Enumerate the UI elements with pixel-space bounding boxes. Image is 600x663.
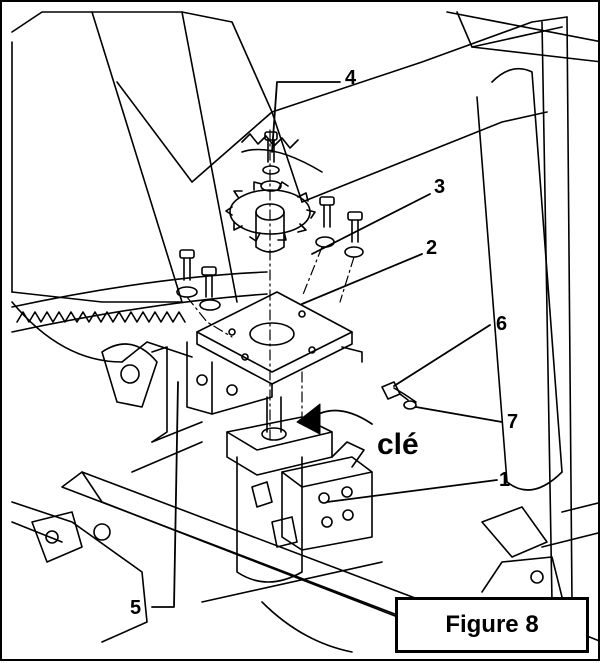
- leader-1: [326, 479, 498, 503]
- leader-3: [311, 193, 431, 255]
- assembly-axes: [186, 129, 355, 443]
- callout-1: 1: [499, 469, 511, 491]
- callout-2: 2: [426, 237, 438, 259]
- bracket: [186, 291, 363, 415]
- figure-caption-text: Figure 8: [445, 611, 539, 638]
- callout-5: 5: [130, 597, 142, 619]
- tube: [476, 67, 563, 491]
- fittings: [381, 381, 417, 410]
- leader-4: [271, 81, 341, 153]
- figure-caption: Figure 8: [395, 597, 589, 653]
- leader-5: [151, 381, 179, 608]
- leader-7: [415, 406, 503, 423]
- lower-frame: [11, 341, 600, 653]
- callout-3: 3: [434, 176, 446, 198]
- key-label: clé: [377, 428, 419, 461]
- hopper-frame: [11, 11, 600, 603]
- leader-2: [301, 253, 423, 305]
- callout-4: 4: [345, 67, 357, 89]
- hydraulic-motor: [226, 396, 373, 583]
- ring-gear: [11, 133, 323, 333]
- callout-7: 7: [507, 411, 519, 433]
- key-arrow: [296, 403, 321, 435]
- leader-lines: [151, 81, 503, 608]
- leader-6: [393, 324, 491, 387]
- callout-6: 6: [496, 313, 508, 335]
